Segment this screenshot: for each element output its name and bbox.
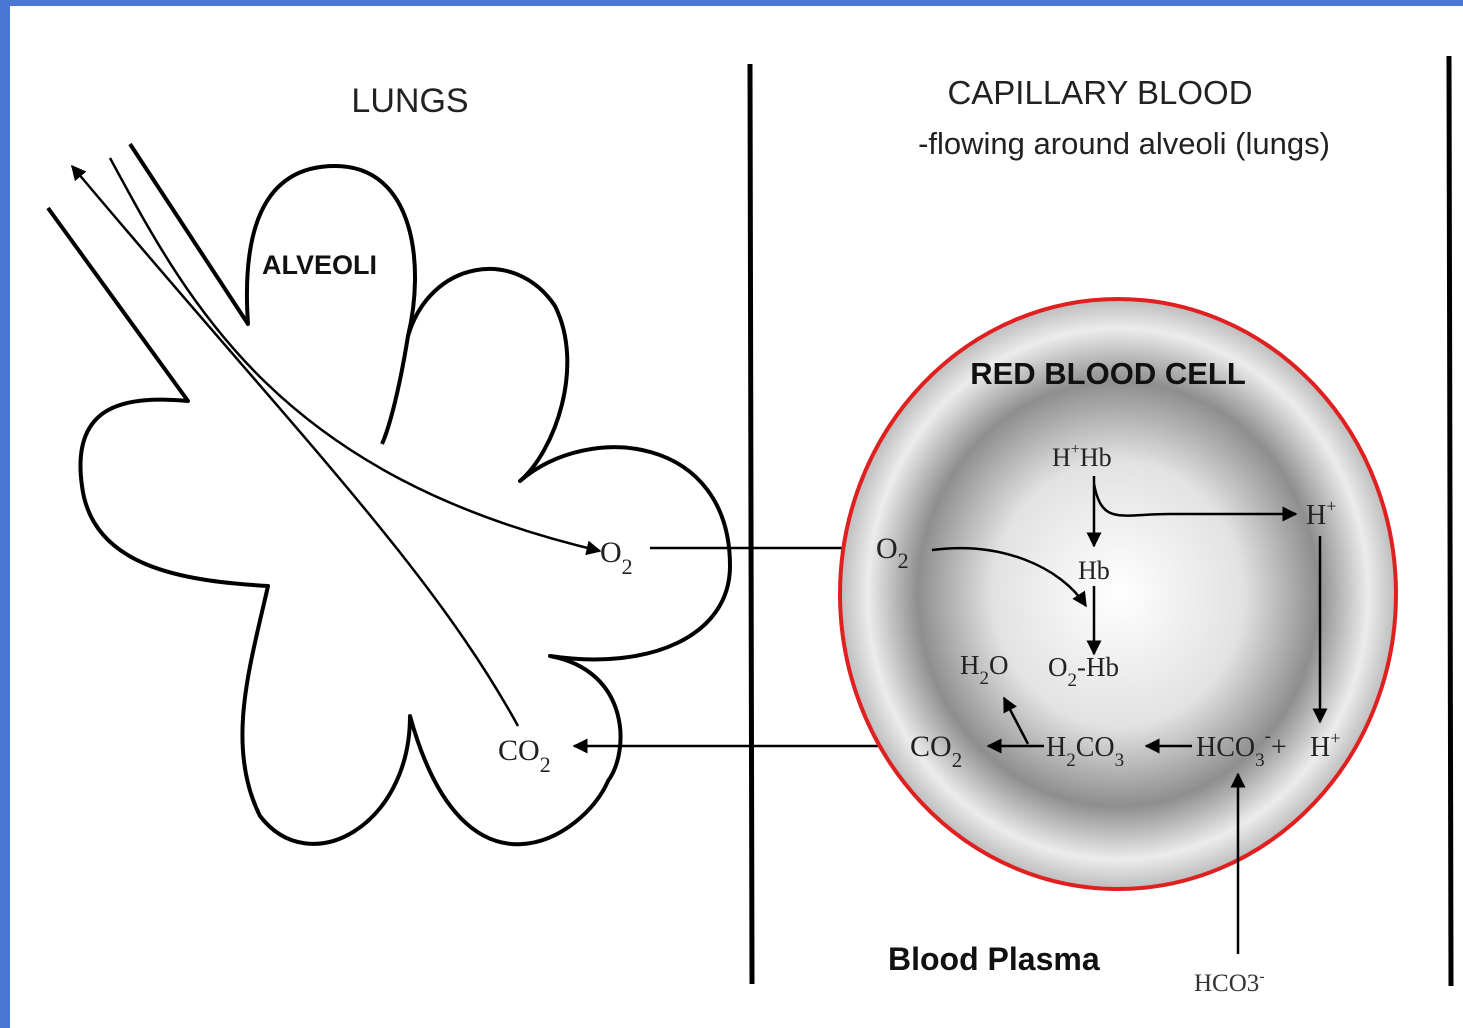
divider-line-right [1449, 56, 1451, 986]
rbc-label: RED BLOOD CELL [970, 356, 1246, 391]
hb-label: Hb [1078, 556, 1110, 585]
diagram-frame: LUNGS CAPILLARY BLOOD -flowing around al… [10, 6, 1463, 1028]
blood-plasma-label: Blood Plasma [888, 941, 1100, 977]
divider-line-left [750, 64, 752, 984]
plasma-hco3-label: HCO3- [1194, 968, 1265, 997]
alveoli-outline [48, 144, 730, 844]
lungs-heading: LUNGS [351, 82, 468, 120]
lobe-notch [382, 336, 408, 444]
capillary-heading: CAPILLARY BLOOD [947, 74, 1252, 111]
o2-lung-label: O2 [600, 536, 633, 579]
air-in-path [110, 158, 600, 551]
co2-lung-label: CO2 [498, 734, 551, 777]
alveoli-label: ALVEOLI [262, 250, 377, 280]
capillary-subheading: -flowing around alveoli (lungs) [918, 126, 1330, 161]
hhb-label: H+Hb [1052, 441, 1112, 472]
gas-exchange-diagram: LUNGS CAPILLARY BLOOD -flowing around al… [10, 6, 1463, 1028]
